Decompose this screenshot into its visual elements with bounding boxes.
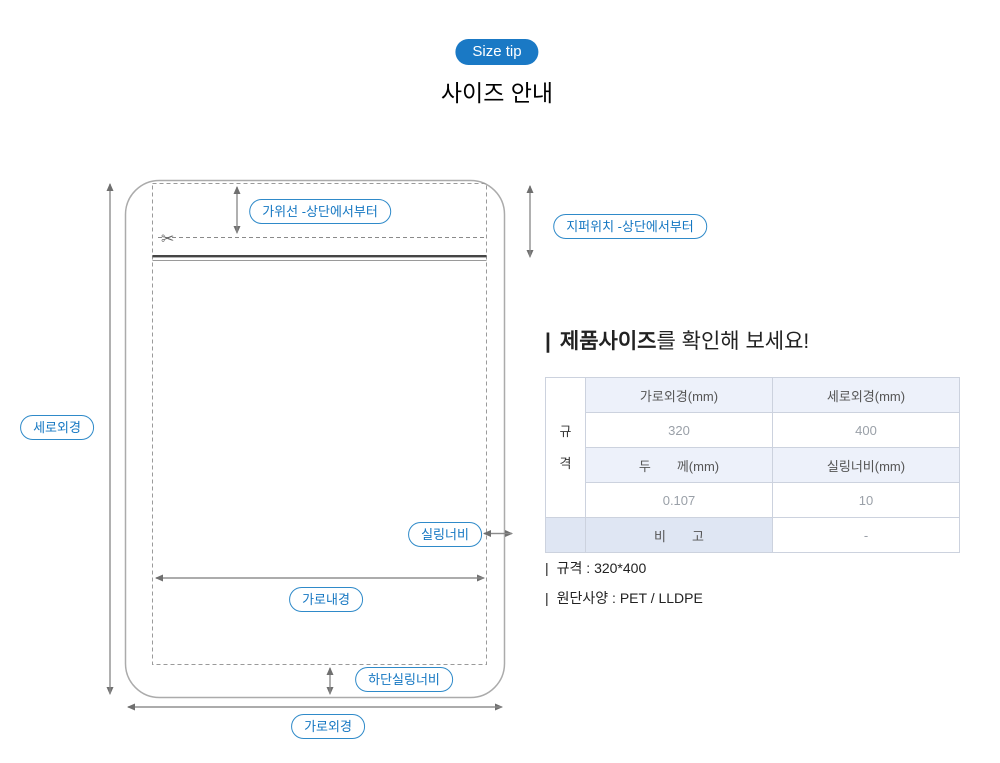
size-spec-table: 규 격 가로외경(mm) 세로외경(mm) 320 400 두 께(mm) 실링… bbox=[545, 377, 960, 553]
table-value-cell: 320 bbox=[585, 412, 773, 448]
remark-pad-cell bbox=[545, 517, 586, 553]
cut-line-label: 가위선 -상단에서부터 bbox=[249, 199, 391, 224]
table-value-cell: 400 bbox=[772, 412, 960, 448]
table-row: 320 400 bbox=[546, 412, 960, 448]
remark-value-cell: - bbox=[772, 517, 960, 553]
outer-width-label: 가로외경 bbox=[291, 714, 365, 739]
spec-note: | 규격 : 320*400 bbox=[545, 558, 703, 579]
table-row: 0.107 10 bbox=[546, 482, 960, 518]
table-row: 비 고 - bbox=[545, 517, 960, 553]
outer-height-label: 세로외경 bbox=[20, 415, 94, 440]
table-row: 두 께(mm) 실링너비(mm) bbox=[546, 447, 960, 483]
heading-bar: | bbox=[545, 330, 551, 353]
table-value-cell: 0.107 bbox=[585, 482, 773, 518]
table-header-cell: 두 께(mm) bbox=[585, 447, 773, 483]
spec-note: | 원단사양 : PET / LLDPE bbox=[545, 588, 703, 609]
heading-rest-text: 를 확인해 보세요! bbox=[656, 330, 810, 353]
pouch-outline bbox=[124, 179, 506, 699]
remark-label-cell: 비 고 bbox=[585, 517, 773, 553]
spec-char: 격 bbox=[559, 455, 572, 471]
note-bar: | bbox=[545, 590, 549, 606]
heading-bold-text: 제품사이즈 bbox=[559, 330, 657, 353]
spec-notes: | 규격 : 320*400 | 원단사양 : PET / LLDPE bbox=[545, 558, 703, 618]
table-header-cell: 세로외경(mm) bbox=[772, 377, 960, 413]
note-bar: | bbox=[545, 560, 549, 576]
scissors-icon: ✂ bbox=[161, 231, 174, 248]
zipper-position-label: 지퍼위치 -상단에서부터 bbox=[553, 214, 707, 239]
page-title: 사이즈 안내 bbox=[440, 80, 554, 106]
product-size-heading: | 제품사이즈를 확인해 보세요! bbox=[545, 325, 809, 355]
bottom-seal-width-label: 하단실링너비 bbox=[355, 667, 453, 692]
size-tip-badge: Size tip bbox=[455, 39, 539, 65]
seal-dashed-outline bbox=[152, 183, 487, 665]
table-row: 규 격 가로외경(mm) 세로외경(mm) bbox=[545, 377, 960, 518]
seal-width-label: 실링너비 bbox=[408, 522, 482, 547]
spec-rowspan-cell: 규 격 bbox=[545, 377, 586, 518]
note-text: 규격 : 320*400 bbox=[556, 560, 647, 576]
table-value-cell: 10 bbox=[772, 482, 960, 518]
inner-width-label: 가로내경 bbox=[289, 587, 363, 612]
zipper-line bbox=[152, 255, 487, 258]
note-text: 원단사양 : PET / LLDPE bbox=[556, 590, 703, 606]
table-header-cell: 실링너비(mm) bbox=[772, 447, 960, 483]
table-header-cell: 가로외경(mm) bbox=[585, 377, 773, 413]
spec-char: 규 bbox=[559, 423, 572, 439]
